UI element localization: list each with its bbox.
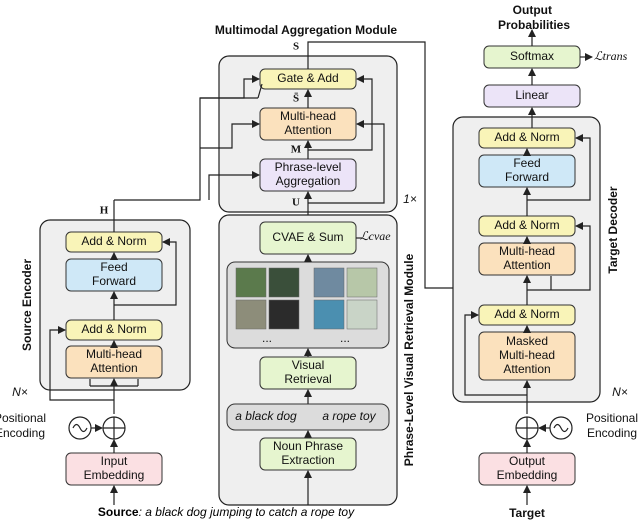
output-probabilities-title: Output Probabilities: [498, 3, 570, 32]
decoder-add-norm-top-label: Add & Norm: [494, 130, 559, 144]
phrase-2: a rope toy: [322, 409, 376, 423]
aggregation-to-decoder: [307, 41, 476, 292]
retrieved-image: [235, 299, 267, 330]
retrieved-image-grid: ......: [235, 267, 378, 345]
retrieved-image: [313, 299, 345, 330]
encoder-sine-wave: [72, 423, 88, 433]
target-label: Target: [509, 506, 545, 520]
symbol-S: S: [293, 41, 299, 53]
symbol-S-bar: S̄: [293, 93, 299, 105]
retrieval-module-label: Phrase-Level Visual Retrieval Module: [402, 253, 416, 466]
trans-loss-label: ℒtrans: [594, 49, 628, 63]
decoder-repeat-label: N×: [612, 385, 628, 399]
softmax-label: Softmax: [510, 49, 554, 63]
source-sentence: Source: a black dog jumping to catch a r…: [98, 505, 355, 519]
symbol-U: U: [292, 197, 300, 209]
enc-residual-1: [49, 326, 114, 401]
encoder-repeat-label: N×: [12, 385, 28, 399]
symbol-M: M: [291, 144, 302, 156]
retrieved-image: [346, 267, 378, 298]
enc-residual-2: [114, 238, 177, 306]
retrieved-image: [346, 299, 378, 330]
retrieved-image: [235, 267, 267, 298]
cvae-sum-label: CVAE & Sum: [272, 230, 343, 244]
gate-add-label: Gate & Add: [277, 71, 338, 85]
image-group-ellipsis: ...: [262, 331, 272, 345]
decoder-add-norm-bottom-label: Add & Norm: [494, 307, 559, 321]
decoder-add-norm-mid-label: Add & Norm: [494, 218, 559, 232]
retrieved-image: [313, 267, 345, 298]
source-encoder-label: Source Encoder: [20, 259, 34, 351]
aggregation-module-title: Multimodal Aggregation Module: [215, 23, 398, 37]
cvae-loss-label: ℒcvae: [360, 229, 391, 243]
image-group-ellipsis: ...: [340, 331, 350, 345]
retrieved-image: [268, 267, 300, 298]
linear-label: Linear: [515, 88, 548, 102]
retrieved-image: [268, 299, 300, 330]
symbol-H: H: [100, 205, 109, 217]
target-decoder-label: Target Decoder: [606, 186, 620, 273]
phrase-1: a black dog: [235, 409, 297, 423]
encoder-add-norm-top-label: Add & Norm: [81, 234, 146, 248]
aggregation-repeat-label: 1×: [403, 192, 417, 206]
encoder-add-norm-bottom-label: Add & Norm: [81, 322, 146, 336]
